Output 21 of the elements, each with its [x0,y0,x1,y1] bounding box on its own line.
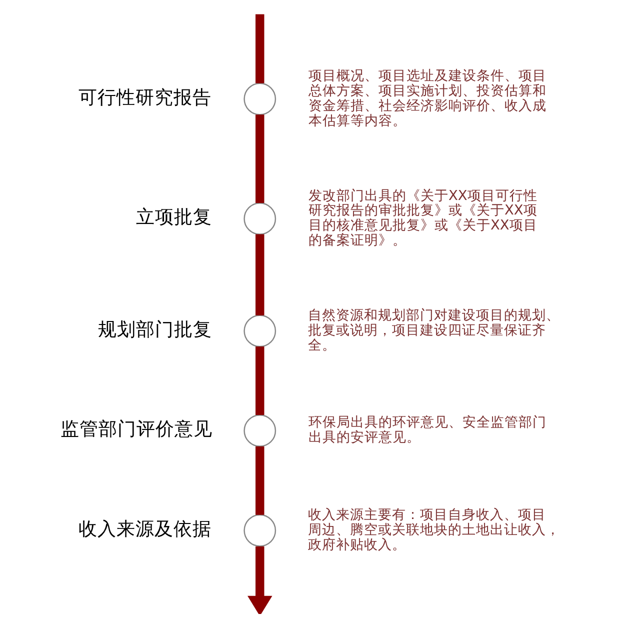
node-label: 立项批复 [136,207,212,228]
node-label: 环保局出具的环评意见、安全监管部门出具的安评意见。 [308,414,547,446]
node-circle [244,514,276,547]
node-label: 项目概况、项目选址及建设条件、项目总体方案、项目实施计划、投资估算和资金筹措、社会经济影响评价、收入成本估算等内容。 [308,68,547,129]
node-circle [244,314,276,348]
arrow [248,546,272,614]
node-label: 自然资源和规划部门对建设项目的规划、批复或说明，项目建设四证尽量保证齐全。 [308,307,560,354]
connector [256,114,264,203]
connector [256,14,264,84]
connector [256,446,264,515]
node-label: 监管部门评价意见 [60,419,212,440]
connector [256,346,264,416]
node-circle [244,414,276,447]
connector [256,234,264,316]
node-circle [244,82,276,116]
node-label: 规划部门批复 [98,319,212,340]
node-label: 发改部门出具的《关于XX项目可行性研究报告的审批批复》或《关于XX项目的核准意见批复》或《关于XX项目的备案证明》。 [308,188,538,249]
node-label: 收入来源及依据 [78,518,212,540]
node-label: 可行性研究报告 [78,87,212,108]
node-circle [244,202,276,235]
node-label: 收入来源主要有：项目自身收入、项目周边、腾空或关联地块的土地出让收入，政府补贴收入。 [308,507,560,553]
